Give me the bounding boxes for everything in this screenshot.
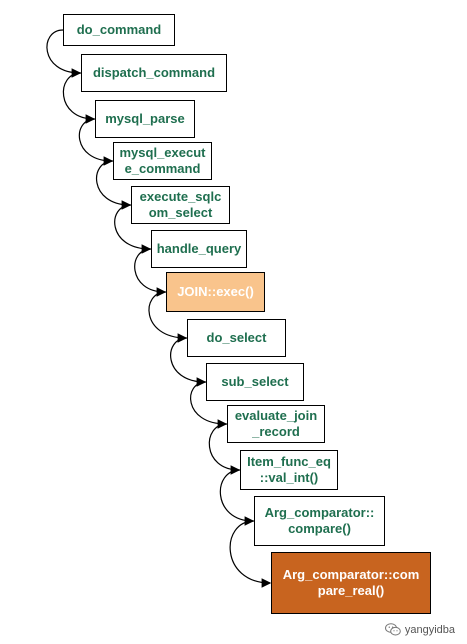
- node-do-select: do_select: [187, 319, 286, 357]
- connector-arrow: [95, 160, 132, 210]
- node-label: do_command: [76, 22, 162, 37]
- watermark: yangyidba: [384, 623, 455, 636]
- node-execute-sqlcom-select: execute_sqlc om_select: [131, 186, 230, 224]
- node-evaluate-join-record: evaluate_join _record: [227, 405, 325, 443]
- connector-arrow: [229, 520, 272, 588]
- connector-arrow: [208, 423, 241, 475]
- node-mysql-parse: mysql_parse: [95, 100, 195, 138]
- node-label: Item_func_eq ::val_int(): [247, 454, 331, 485]
- connector-arrow: [219, 469, 255, 526]
- connector-arrow: [62, 72, 96, 124]
- connector-arrow: [134, 248, 167, 297]
- wechat-icon: [384, 623, 401, 636]
- node-label: mysql_parse: [105, 111, 185, 126]
- connector-arrow: [114, 204, 152, 254]
- node-mysql-execute-command: mysql_execut e_command: [113, 142, 212, 180]
- node-label: Arg_comparator::com pare_real(): [282, 567, 420, 598]
- node-arg-comparator-compare: Arg_comparator:: compare(): [254, 496, 385, 546]
- connector-arrow: [148, 291, 188, 343]
- watermark-text: yangyidba: [404, 623, 455, 636]
- node-handle-query: handle_query: [151, 230, 247, 268]
- node-label: dispatch_command: [92, 65, 216, 80]
- node-join-exec: JOIN::exec(): [166, 272, 265, 312]
- node-label: sub_select: [221, 374, 289, 389]
- node-item-func-eq-val-int: Item_func_eq ::val_int(): [240, 450, 338, 490]
- node-label: mysql_execut e_command: [119, 145, 206, 176]
- node-label: JOIN::exec(): [177, 284, 254, 299]
- node-do-command: do_command: [63, 14, 175, 46]
- node-label: execute_sqlc om_select: [139, 189, 222, 220]
- connector-arrow: [190, 381, 228, 429]
- node-label: handle_query: [156, 241, 242, 256]
- connector-arrow: [78, 118, 114, 166]
- node-dispatch-command: dispatch_command: [81, 54, 227, 92]
- node-label: do_select: [206, 330, 267, 345]
- node-sub-select: sub_select: [206, 363, 304, 401]
- connector-arrow: [170, 337, 207, 387]
- node-arg-comparator-compare-real: Arg_comparator::com pare_real(): [271, 552, 431, 614]
- connector-arrow: [46, 29, 82, 78]
- node-label: Arg_comparator:: compare(): [264, 505, 375, 536]
- node-label: evaluate_join _record: [234, 408, 318, 439]
